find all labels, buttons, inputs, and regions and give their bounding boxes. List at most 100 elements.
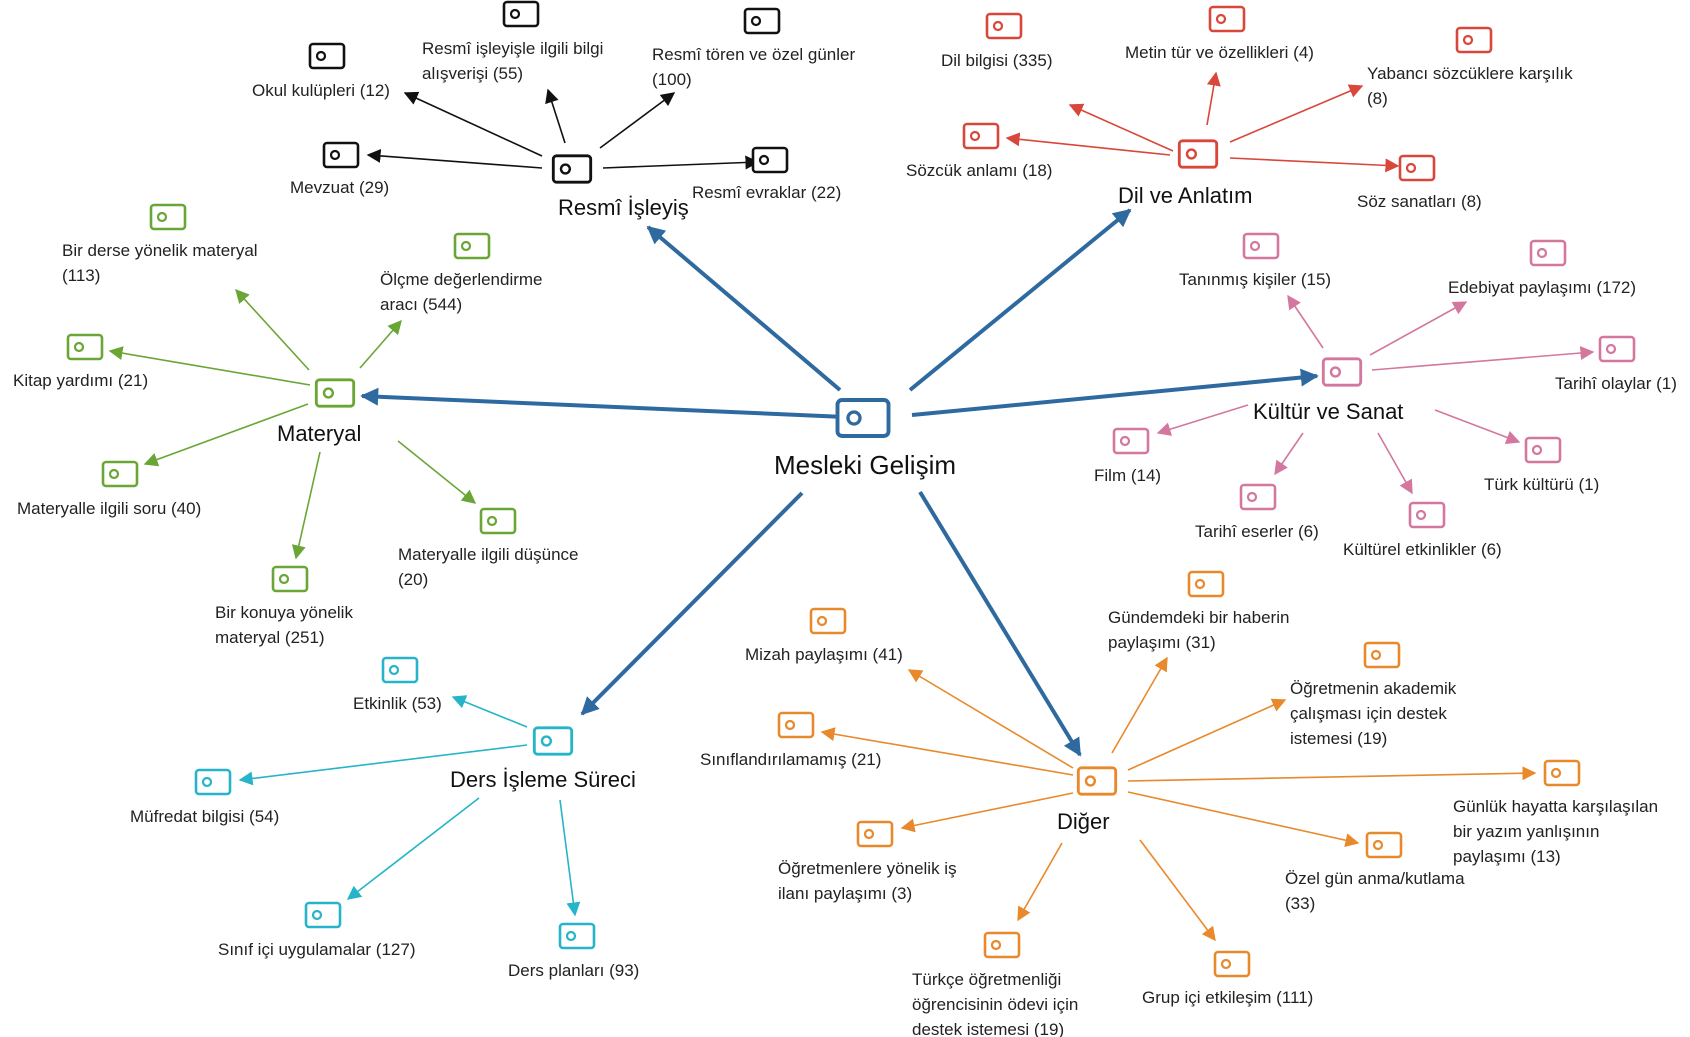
node-icon-materyal[interactable] (314, 378, 356, 408)
item-label-materyal-2: Kitap yardımı (21) (13, 371, 148, 390)
connector-diger-item-3 (820, 727, 1074, 776)
group-label-ders: Ders İşleme Süreci (450, 767, 636, 792)
node-icon-diger-5[interactable] (856, 820, 894, 848)
node-icon-ders-0[interactable] (381, 656, 419, 684)
item-label-resmi-4: Resmî evraklar (22) (692, 183, 841, 202)
node-icon-diger-8[interactable] (1213, 950, 1251, 978)
item-label-ders-1: Müfredat bilgisi (54) (130, 807, 279, 826)
node-icon-kultur[interactable] (1321, 357, 1363, 387)
node-icon-diger-0[interactable] (809, 607, 847, 635)
node-icon-materyal-5[interactable] (271, 565, 309, 593)
item-label-dil-1: Metin tür ve özellikleri (4) (1125, 43, 1314, 62)
item-label-kultur-3: Film (14) (1094, 466, 1161, 485)
connector-root-to-kultur (911, 368, 1319, 417)
item-label-kultur-2: Tarihî olaylar (1) (1555, 374, 1677, 393)
node-icon-resmi-0[interactable] (308, 42, 346, 70)
group-label-kultur: Kültür ve Sanat (1253, 399, 1403, 424)
connector-materyal-item-1 (359, 319, 402, 369)
connector-kultur-item-1 (1369, 301, 1468, 356)
connector-ders-item-3 (559, 799, 581, 917)
node-icon-diger-7[interactable] (983, 931, 1021, 959)
node-icon-materyal-4[interactable] (479, 507, 517, 535)
node-icon-kultur-6[interactable] (1408, 501, 1446, 529)
connector-diger-item-7 (1017, 842, 1063, 922)
connector-dil-item-3 (1005, 132, 1171, 156)
group-label-resmi: Resmî İşleyiş (558, 195, 689, 220)
node-icon-kultur-2[interactable] (1598, 335, 1636, 363)
node-icon-diger-2[interactable] (1363, 641, 1401, 669)
node-icon-kultur-3[interactable] (1112, 427, 1150, 455)
node-icon-diger-4[interactable] (1543, 759, 1581, 787)
item-label-diger-3: Sınıflandırılamamış (21) (700, 750, 881, 769)
connector-kultur-item-6 (1377, 432, 1413, 495)
item-label-resmi-3: Mevzuat (29) (290, 178, 389, 197)
item-label-kultur-6: Kültürel etkinlikler (6) (1343, 540, 1502, 559)
node-icon-dil[interactable] (1177, 139, 1219, 169)
node-icon-diger-3[interactable] (777, 711, 815, 739)
node-icon-materyal-1[interactable] (453, 232, 491, 260)
node-icon-diger[interactable] (1076, 766, 1118, 796)
node-icon-dil-3[interactable] (962, 122, 1000, 150)
connector-resmi-item-3 (366, 148, 543, 169)
connector-kultur-item-3 (1156, 404, 1249, 436)
node-icon-materyal-0[interactable] (149, 203, 187, 231)
connector-dil-item-4 (1229, 157, 1400, 173)
node-icon-resmi-2[interactable] (743, 7, 781, 35)
node-icon-dil-2[interactable] (1455, 26, 1493, 54)
item-label-diger-6: Özel gün anma/kutlama(33) (1285, 869, 1465, 913)
node-icon-root[interactable] (835, 398, 891, 438)
item-label-dil-4: Söz sanatları (8) (1357, 192, 1482, 211)
connector-kultur-item-2 (1371, 346, 1595, 371)
node-icon-dil-0[interactable] (985, 12, 1023, 40)
root-label: Mesleki Gelişim (774, 450, 956, 480)
group-label-diger: Diğer (1057, 809, 1110, 834)
node-icon-ders-1[interactable] (194, 768, 232, 796)
connector-resmi-item-4 (602, 155, 760, 170)
node-icon-materyal-3[interactable] (101, 460, 139, 488)
node-icon-resmi-1[interactable] (502, 0, 540, 28)
node-icon-resmi-3[interactable] (322, 141, 360, 169)
connector-root-to-resmi (646, 225, 842, 392)
node-icon-ders[interactable] (532, 726, 574, 756)
node-icon-ders-3[interactable] (558, 922, 596, 950)
node-icon-resmi-4[interactable] (751, 146, 789, 174)
node-icon-kultur-0[interactable] (1242, 232, 1280, 260)
node-icon-kultur-5[interactable] (1239, 483, 1277, 511)
node-icon-kultur-1[interactable] (1529, 239, 1567, 267)
connector-kultur-item-5 (1274, 432, 1304, 476)
connector-materyal-item-3 (143, 403, 309, 467)
item-label-dil-3: Sözcük anlamı (18) (906, 161, 1052, 180)
connector-root-to-diger (918, 490, 1082, 757)
node-icon-materyal-2[interactable] (66, 333, 104, 361)
item-label-diger-0: Mizah paylaşımı (41) (745, 645, 903, 664)
connector-dil-item-0 (1068, 103, 1174, 152)
item-label-ders-3: Ders planları (93) (508, 961, 639, 980)
node-icon-resmi[interactable] (551, 154, 593, 184)
item-label-ders-2: Sınıf içi uygulamalar (127) (218, 940, 415, 959)
node-icon-diger-6[interactable] (1365, 831, 1403, 859)
connector-diger-item-0 (907, 669, 1074, 769)
connector-diger-item-5 (900, 792, 1074, 833)
connector-root-to-ders (580, 491, 804, 716)
node-icon-dil-4[interactable] (1398, 154, 1436, 182)
connector-materyal-item-5 (291, 451, 321, 560)
node-icon-kultur-4[interactable] (1524, 436, 1562, 464)
node-icon-ders-2[interactable] (304, 901, 342, 929)
connector-materyal-item-2 (108, 346, 311, 386)
connector-diger-item-4 (1127, 766, 1537, 782)
connector-diger-item-2 (1127, 698, 1287, 771)
connector-kultur-item-4 (1434, 409, 1521, 445)
connector-dil-item-2 (1229, 84, 1364, 143)
connector-diger-item-6 (1127, 791, 1360, 848)
node-icon-diger-1[interactable] (1187, 570, 1225, 598)
item-label-kultur-1: Edebiyat paylaşımı (172) (1448, 278, 1636, 297)
connector-dil-item-1 (1206, 71, 1221, 126)
node-icon-dil-1[interactable] (1208, 5, 1246, 33)
item-label-materyal-0: Bir derse yönelik materyal(113) (62, 241, 258, 285)
